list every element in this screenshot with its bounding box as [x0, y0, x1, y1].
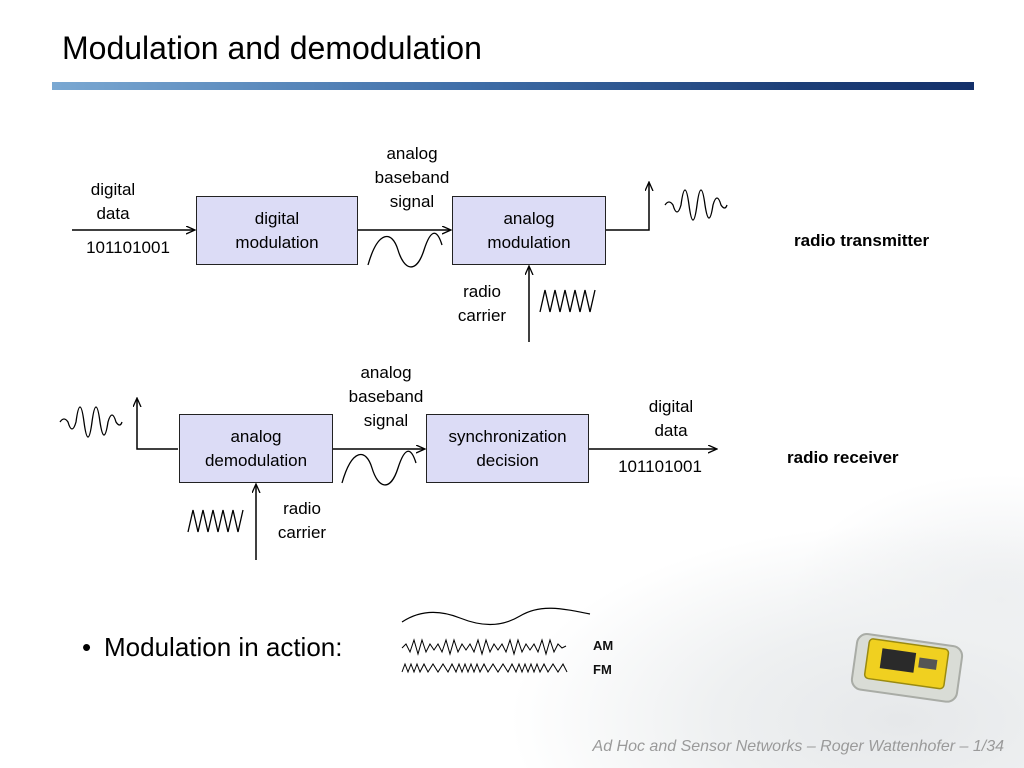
rx-bits-label: 101101001 [618, 457, 702, 476]
rx-modulated-wave-icon [59, 406, 123, 438]
bullet-dot: • [82, 632, 92, 662]
tx-input-label: digital data [90, 180, 136, 223]
fm-signal-wave-icon [401, 662, 568, 674]
synchronization-decision-block: synchronization decision [426, 414, 589, 483]
bullet-text: Modulation in action: [104, 632, 343, 662]
analog-modulation-block: analog modulation [452, 196, 606, 265]
tx-baseband-wave-icon [367, 232, 443, 268]
rx-output-label: digital data [648, 397, 694, 440]
digital-modulation-block: digital modulation [196, 196, 358, 265]
tx-carrier-wave-icon [539, 289, 596, 313]
page-title: Modulation and demodulation [62, 30, 482, 66]
rx-carrier-wave-icon [187, 509, 244, 533]
radio-receiver-label: radio receiver [787, 448, 899, 467]
tx-carrier-label: radio carrier [457, 282, 507, 325]
rx-antenna-line [137, 399, 178, 450]
rx-baseband-wave-icon [341, 450, 417, 486]
slide-footer: Ad Hoc and Sensor Networks – Roger Watte… [592, 738, 1004, 755]
rx-carrier-label: radio carrier [277, 499, 327, 542]
radio-transmitter-label: radio transmitter [794, 231, 930, 250]
tx-bits-label: 101101001 [86, 238, 170, 257]
am-signal-wave-icon [401, 638, 567, 656]
fm-legend-label: FM [593, 662, 612, 677]
sensor-node-device-image [850, 633, 964, 703]
am-legend-label: AM [593, 638, 614, 653]
tx-modulated-wave-icon [664, 189, 728, 221]
analog-demodulation-block: analog demodulation [179, 414, 333, 483]
modulation-bullet: • Modulation in action: [82, 632, 342, 663]
rx-baseband-label: analog baseband signal [348, 363, 424, 430]
title-underline-bar [52, 82, 974, 90]
baseband-signal-wave-icon [401, 607, 591, 626]
tx-baseband-label: analog baseband signal [374, 144, 450, 211]
tx-antenna-line [606, 183, 649, 231]
